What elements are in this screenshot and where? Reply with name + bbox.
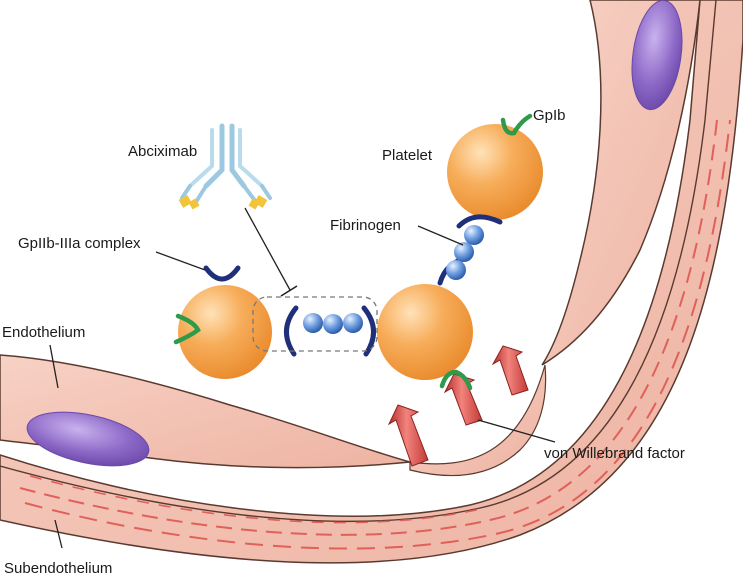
platelet-center xyxy=(377,284,473,380)
platelet-top xyxy=(447,124,543,220)
vessel-wall xyxy=(0,0,743,564)
fibrinogen-bead xyxy=(454,242,474,262)
label-gpib: GpIb xyxy=(533,107,566,124)
vwf-leader-line xyxy=(477,419,556,443)
lamina-stripe-2 xyxy=(24,119,731,550)
vwf-arrow-1 xyxy=(387,404,429,467)
gpib-receptor-top xyxy=(500,113,533,136)
vwf-arrow-2 xyxy=(443,373,483,426)
fibrinogen-leader-line xyxy=(417,225,464,246)
subendothelium-leader-line xyxy=(54,519,63,549)
endothelium-segment xyxy=(409,364,547,477)
endothelium-leader-line xyxy=(49,344,59,389)
fibrinogen-bead xyxy=(446,260,466,280)
label-gpiib-iiia-complex: GpIIb-IIIa complex xyxy=(18,235,141,252)
endothelial-nucleus-right xyxy=(631,0,683,111)
fibrinogen-bead xyxy=(303,313,323,333)
gpiib-iiia-receptor-top-left xyxy=(203,265,241,282)
binding-site-box xyxy=(252,296,378,352)
label-platelet: Platelet xyxy=(382,147,433,164)
label-von-willebrand-factor: von Willebrand factor xyxy=(544,445,685,462)
gpib-receptor-left xyxy=(173,313,201,345)
abciximab-inhibition-bar xyxy=(280,285,298,297)
fibrinogen-horizontal xyxy=(303,313,363,334)
platelet-left xyxy=(178,285,272,379)
gpiib-iiia-receptor-center-left xyxy=(361,305,376,357)
endothelial-nucleus-left xyxy=(26,411,150,467)
gpiib-iiia-receptor-left-right xyxy=(284,305,299,357)
label-subendothelium: Subendothelium xyxy=(4,560,112,577)
label-fibrinogen: Fibrinogen xyxy=(330,217,401,234)
abciximab-inhibition-line xyxy=(244,207,291,291)
gpib-receptor-center xyxy=(439,369,473,391)
vwf-arrow-3 xyxy=(491,345,529,396)
label-abciximab: Abciximab xyxy=(128,143,197,160)
subendothelium-boundary xyxy=(0,0,717,523)
fibrinogen-bead xyxy=(343,313,363,333)
label-endothelium: Endothelium xyxy=(2,324,85,341)
vwf-group xyxy=(387,345,556,467)
gpiib-iiia-leader-line xyxy=(155,251,206,271)
fibrinogen-bead xyxy=(464,225,484,245)
lamina-stripe-3 xyxy=(29,475,486,524)
gpiib-iiia-receptor-top-bottom xyxy=(456,214,503,229)
lamina-stripe-1 xyxy=(19,119,718,536)
fibrinogen-bead xyxy=(323,314,343,334)
fibrinogen-diagonal xyxy=(446,225,484,280)
abciximab-antibody xyxy=(178,123,272,210)
